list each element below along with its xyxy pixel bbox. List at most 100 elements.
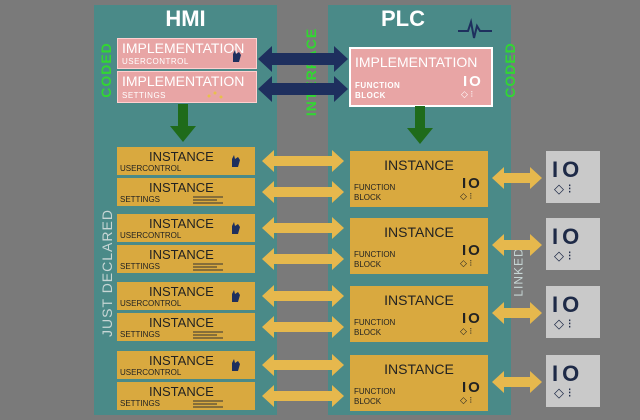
instance-fb-io: IO <box>462 175 482 192</box>
impl-fb-title: IMPLEMENTATION <box>355 54 478 70</box>
instance-fb-title: INSTANCE <box>384 361 454 377</box>
impl-usercontrol-box: IMPLEMENTATION USERCONTROL <box>117 38 257 69</box>
instance-usercontrol-sub: USERCONTROL <box>120 368 182 377</box>
instance-usercontrol-sub: USERCONTROL <box>120 299 182 308</box>
interface-label: INTERFACE <box>303 27 320 117</box>
hand-icon <box>232 222 240 234</box>
binding-arrow-settings <box>262 316 344 338</box>
impl-fb-io-symbols: ◇ ⁝ <box>461 89 474 99</box>
io-tile-label: IO <box>552 157 584 182</box>
instance-usercontrol-title: INSTANCE <box>149 149 214 164</box>
instance-fb-sub2: BLOCK <box>354 397 382 406</box>
instance-settings-box: INSTANCE SETTINGS <box>117 178 255 206</box>
settings-lines-icon <box>193 263 223 271</box>
binding-arrow-usercontrol <box>262 354 344 376</box>
impl-settings-box: IMPLEMENTATION SETTINGS <box>117 71 257 103</box>
io-tile-symbols: ◇ ⁝ <box>554 248 572 263</box>
settings-lines-icon <box>193 331 223 339</box>
impl-fb-io: IO <box>463 73 483 90</box>
io-tile: IO ◇ ⁝ <box>546 355 600 407</box>
interface-arrow-top <box>258 46 348 72</box>
link-arrow <box>492 167 542 189</box>
instance-fb-sub1: FUNCTION <box>354 250 396 259</box>
instance-usercontrol-sub: USERCONTROL <box>120 231 182 240</box>
io-tile: IO ◇ ⁝ <box>546 286 600 338</box>
instance-settings-title: INSTANCE <box>149 180 214 195</box>
plc-title: PLC <box>381 6 425 31</box>
io-tile-label: IO <box>552 292 584 317</box>
instance-usercontrol-box: INSTANCE USERCONTROL <box>117 214 255 242</box>
io-tile-label: IO <box>552 224 584 249</box>
impl-settings-title: IMPLEMENTATION <box>122 73 245 89</box>
instance-settings-sub: SETTINGS <box>120 330 161 339</box>
hand-icon <box>232 359 240 371</box>
instance-fb-io: IO <box>462 242 482 259</box>
binding-arrow-settings <box>262 385 344 407</box>
instance-usercontrol-box: INSTANCE USERCONTROL <box>117 282 255 310</box>
instance-settings-sub: SETTINGS <box>120 195 161 204</box>
instance-fb-sub2: BLOCK <box>354 260 382 269</box>
instance-settings-box: INSTANCE SETTINGS <box>117 245 255 273</box>
instance-fb-io: IO <box>462 310 482 327</box>
binding-arrow-usercontrol <box>262 217 344 239</box>
plc-coded-label: CODED <box>501 42 518 98</box>
instance-fb-sub1: FUNCTION <box>354 183 396 192</box>
impl-fb-sub2: BLOCK <box>355 91 386 100</box>
instance-usercontrol-box: INSTANCE USERCONTROL <box>117 147 255 175</box>
instance-fb-title: INSTANCE <box>384 292 454 308</box>
instance-settings-sub: SETTINGS <box>120 262 161 271</box>
instance-fb-io-symbols: ◇ ⁝ <box>460 395 473 405</box>
instance-fb-io-symbols: ◇ ⁝ <box>460 258 473 268</box>
binding-arrow-settings <box>262 248 344 270</box>
link-arrow <box>492 234 542 256</box>
instance-fb-sub1: FUNCTION <box>354 318 396 327</box>
io-tile: IO ◇ ⁝ <box>546 151 600 203</box>
instance-fb-io: IO <box>462 379 482 396</box>
settings-dots-icon <box>207 91 223 99</box>
impl-settings-sub: SETTINGS <box>122 91 167 100</box>
instance-usercontrol-title: INSTANCE <box>149 353 214 368</box>
io-tile-label: IO <box>552 361 584 386</box>
instance-settings-title: INSTANCE <box>149 384 214 399</box>
instance-fb-io-symbols: ◇ ⁝ <box>460 326 473 336</box>
instance-fb-io-symbols: ◇ ⁝ <box>460 191 473 201</box>
hand-icon <box>232 155 240 167</box>
interface-arrow-bottom <box>258 76 348 102</box>
instance-fb-title: INSTANCE <box>384 224 454 240</box>
hand-icon <box>232 290 240 302</box>
instance-settings-box: INSTANCE SETTINGS <box>117 313 255 341</box>
instance-settings-box: INSTANCE SETTINGS <box>117 382 255 410</box>
instance-settings-title: INSTANCE <box>149 247 214 262</box>
hmi-instantiate-arrow <box>170 104 196 142</box>
instance-usercontrol-sub: USERCONTROL <box>120 164 182 173</box>
plc-instantiate-arrow <box>407 106 433 144</box>
binding-arrow-usercontrol <box>262 285 344 307</box>
settings-lines-icon <box>193 196 223 204</box>
io-tile-symbols: ◇ ⁝ <box>554 316 572 331</box>
hmi-coded-label: CODED <box>97 42 114 98</box>
io-tile: IO ◇ ⁝ <box>546 218 600 270</box>
impl-usercontrol-sub: USERCONTROL <box>122 57 189 66</box>
link-arrow <box>492 302 542 324</box>
io-tile-symbols: ◇ ⁝ <box>554 181 572 196</box>
instance-usercontrol-title: INSTANCE <box>149 284 214 299</box>
binding-arrow-usercontrol <box>262 150 344 172</box>
instance-fb-sub1: FUNCTION <box>354 387 396 396</box>
instance-settings-title: INSTANCE <box>149 315 214 330</box>
impl-usercontrol-title: IMPLEMENTATION <box>122 40 245 56</box>
settings-lines-icon <box>193 400 223 408</box>
link-arrow <box>492 371 542 393</box>
hmi-title: HMI <box>165 6 206 31</box>
just-declared-label: JUST DECLARED <box>98 209 115 337</box>
instance-settings-sub: SETTINGS <box>120 399 161 408</box>
waveform-icon <box>458 18 492 39</box>
impl-fb-box: IMPLEMENTATION FUNCTION BLOCK IO ◇ ⁝ <box>349 47 493 107</box>
